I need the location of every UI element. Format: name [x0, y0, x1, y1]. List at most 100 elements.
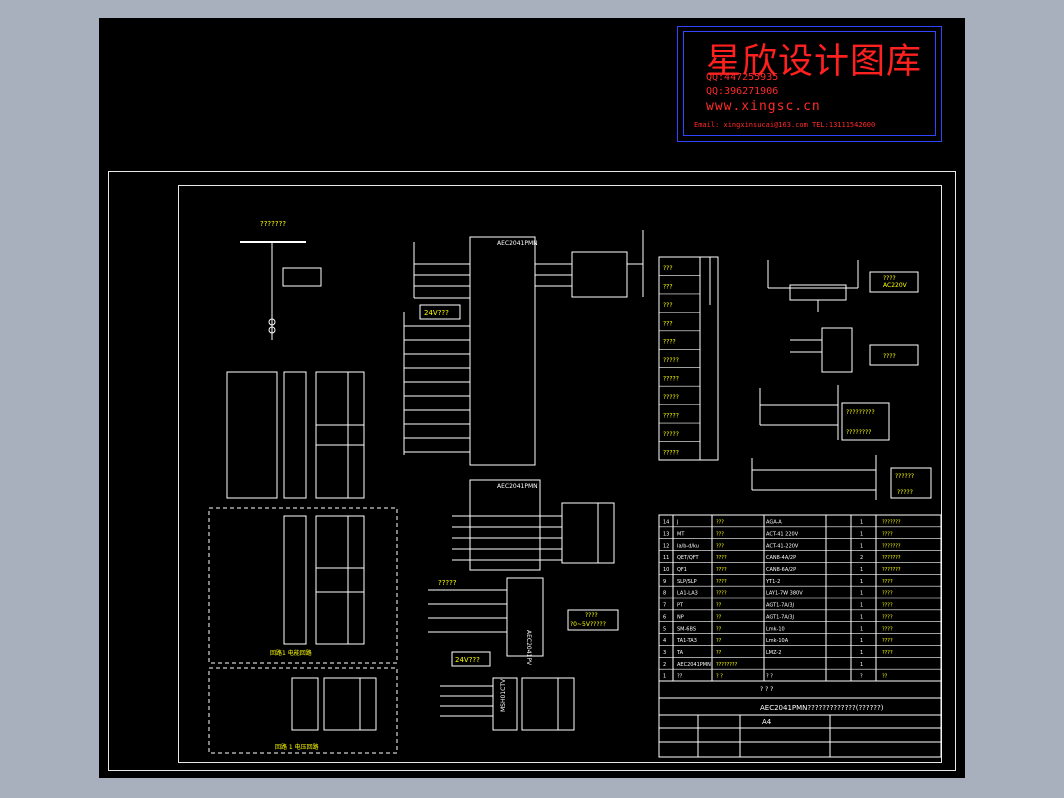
logo-website: www.xingsc.cn — [706, 99, 821, 114]
bom-cell-note: ??????? — [882, 520, 901, 526]
bom-cell-no: 12 — [663, 543, 669, 549]
pv-meter-label: AEC2041PV — [525, 630, 532, 666]
bom-cell-model: LMZ-2 — [766, 650, 781, 656]
meter-tag-box — [282, 267, 322, 287]
bom-cell-code: PT — [677, 603, 684, 609]
bom-cell-model: LAY1-7W 380V — [766, 591, 803, 597]
dashed-label-2: 回路 1 电压回路 — [275, 743, 319, 751]
bom-cell-code: SLP/SLP — [677, 579, 697, 585]
dashed-block-3 — [208, 667, 398, 754]
bom-cell-model: Lmk-10 — [766, 626, 785, 632]
bom-cell-code: SM-6BS — [677, 626, 696, 632]
legend-item: ??? — [663, 302, 673, 309]
bom-cell-no: 4 — [663, 638, 666, 644]
bom-cell-no: 3 — [663, 650, 666, 656]
bom-cell-qty: 1 — [860, 579, 863, 585]
bom-cell-model: CAN8-6A/2P — [766, 567, 796, 573]
legend-item: ??? — [663, 283, 673, 290]
pv-meter-box — [506, 577, 544, 657]
bom-cell-code: NP — [677, 614, 684, 620]
bom-cell-code: MT — [677, 531, 685, 537]
bom-cell-code: QET/QFT — [677, 555, 700, 561]
bom-cell-code: LA1-LA3 — [677, 591, 698, 597]
logo-title: 星欣设计图库 — [706, 42, 923, 82]
drawing-border-inner — [178, 185, 942, 763]
drawing-sheet — [99, 18, 965, 778]
legend-item: ??? — [663, 265, 673, 272]
box-q6-label: ????? — [897, 489, 913, 496]
bom-cell-model: ACT-41 220V — [766, 531, 799, 537]
legend-text-group: ????????????????????????????????????????… — [659, 265, 700, 461]
bom-cell-code: J — [676, 520, 678, 526]
single-line-title: ??????? — [260, 220, 286, 228]
bom-cell-note: ??????? — [882, 567, 901, 573]
bom-cell-no: 6 — [663, 614, 666, 620]
bom-cell-no: 10 — [663, 567, 669, 573]
bom-cell-note: ?? — [882, 674, 888, 680]
bom-cell-code: TA1-TA3 — [676, 638, 697, 644]
bom-cell-code: QF1 — [677, 567, 687, 573]
bom-cell-no: 8 — [663, 591, 666, 597]
bom-cell-note: ???? — [882, 591, 893, 597]
ms-meter-box — [492, 677, 518, 731]
bom-cell-qty: 1 — [860, 591, 863, 597]
ct-group-frame — [226, 371, 278, 499]
meter-main-label: AEC2041PMN — [497, 240, 538, 247]
logo-qq2: QQ:396271906 — [706, 86, 779, 97]
box-q1-label: ???? — [883, 275, 896, 282]
bom-cell-note: ??????? — [882, 543, 901, 549]
box-q3-label: ????????? — [846, 409, 875, 416]
bom-cell-no: 11 — [663, 555, 669, 561]
function-box-3 — [323, 677, 377, 731]
bom-cell-name: ?? — [716, 650, 722, 656]
bom-cell-qty: 2 — [860, 555, 863, 561]
aux-24v-label: 24V??? — [424, 309, 449, 317]
bom-cell-qty: 1 — [860, 650, 863, 656]
bom-cell-no: 1 — [663, 674, 666, 680]
bom-cell-name: ?? — [716, 614, 722, 620]
bom-cell-qty: 1 — [860, 567, 863, 573]
bom-cell-name: ???? — [716, 555, 727, 561]
function-box-2 — [315, 515, 365, 645]
bom-cell-name: ??? — [716, 543, 724, 549]
bom-cell-note: ???? — [882, 650, 893, 656]
bom-cell-qty: 1 — [860, 626, 863, 632]
bom-cell-qty: 1 — [860, 638, 863, 644]
dashed-block-2 — [208, 507, 398, 664]
ac220-label: AC220V — [883, 282, 908, 289]
bom-cell-name: ?? — [716, 626, 722, 632]
ac220-box — [869, 271, 919, 293]
meter-main2-label: AEC2041PMN — [497, 483, 538, 490]
bom-cell-note: ???? — [882, 626, 893, 632]
second-meter-box — [469, 479, 541, 571]
bom-cell-no: 14 — [663, 520, 669, 526]
function-box — [315, 371, 365, 499]
bom-cell-model: YT1-2 — [765, 579, 780, 585]
bom-cell-no: 13 — [663, 531, 669, 537]
bom-cell-name: ???? — [716, 591, 727, 597]
legend-item: ????? — [663, 357, 679, 364]
legend-item: ????? — [663, 449, 679, 456]
bom-cell-no: 5 — [663, 626, 666, 632]
drawing-size: A4 — [762, 718, 772, 726]
signal-list-box — [561, 502, 615, 564]
bom-cell-code: TA — [676, 650, 684, 656]
bom-cell-name: ???? — [716, 579, 727, 585]
legend-item: ??? — [663, 320, 673, 327]
bom-cell-note: ???? — [882, 603, 893, 609]
legend-item: ????? — [663, 394, 679, 401]
bom-cell-code: AEC2041PMN — [677, 662, 711, 668]
tripping-box — [890, 467, 932, 499]
bom-cell-model: ACT-41-220V — [766, 543, 799, 549]
bom-cell-no: 9 — [663, 579, 666, 585]
legend-item: ????? — [663, 413, 679, 420]
bom-cell-qty: ? — [860, 674, 863, 680]
range-label: ???? — [585, 612, 598, 619]
box-q4-label: ???????? — [846, 429, 871, 436]
logo-box-inner — [683, 31, 936, 136]
bom-cell-name: ?? — [716, 638, 722, 644]
bom-cell-qty: 1 — [860, 520, 863, 526]
bom-cell-no: 7 — [663, 603, 666, 609]
aux-24v-label-2: 24V??? — [455, 656, 480, 664]
ct-symbol-2 — [268, 326, 276, 334]
